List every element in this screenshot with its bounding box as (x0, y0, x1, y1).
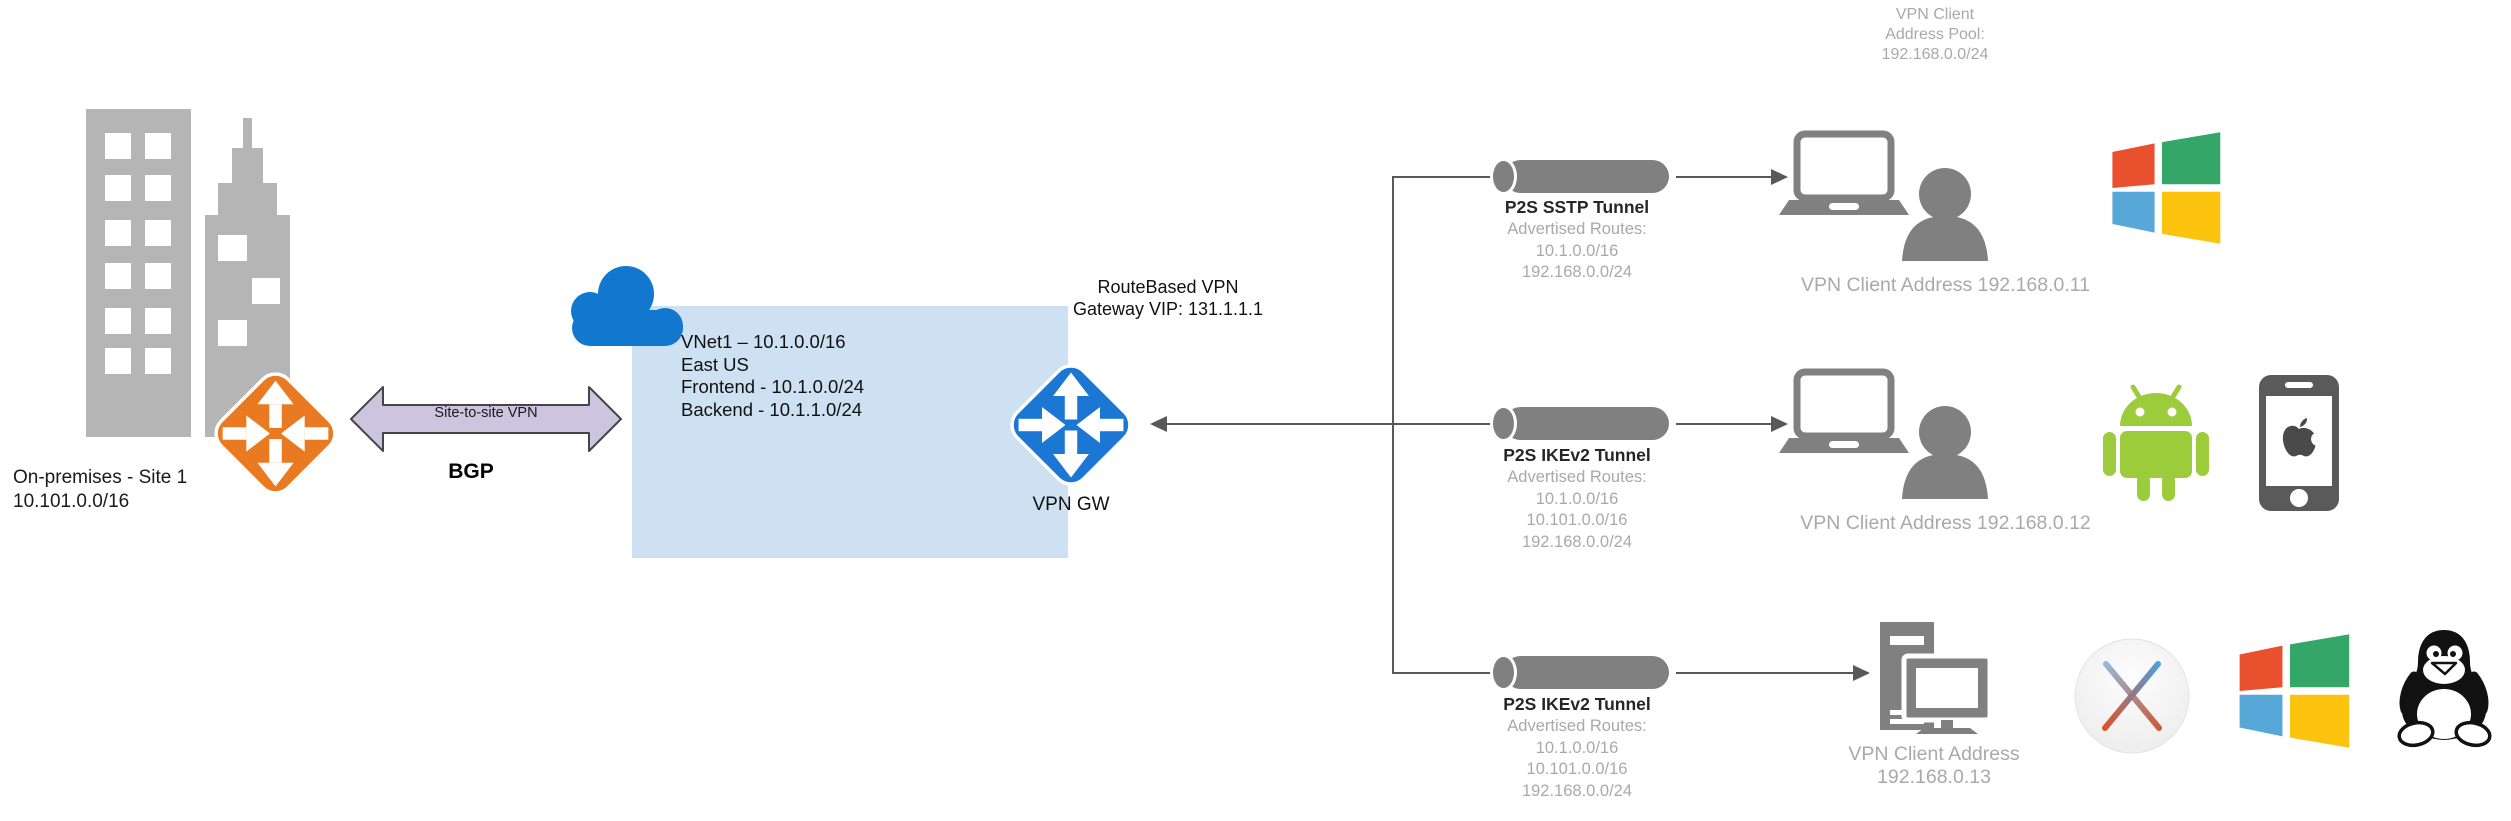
trunk-line (1392, 176, 1394, 674)
onprem-router-icon (214, 372, 337, 495)
tunnel1-routes-heading: Advertised Routes: (1507, 220, 1647, 238)
tunnel2-line-right (1676, 423, 1776, 425)
gateway-type: RouteBased VPN (1097, 277, 1239, 297)
tunnel2-routes-heading: Advertised Routes: (1507, 468, 1647, 486)
tunnel1-label: P2S SSTP Tunnel Advertised Routes: 10.1.… (1447, 196, 1707, 284)
vnet-name: VNet1 – 10.1.0.0/16 (681, 331, 846, 352)
desktop-pc-icon (1880, 622, 1990, 734)
tunnel2-line-left (1164, 423, 1496, 425)
tunnel3-arrowhead-icon (1853, 665, 1870, 681)
tunnel1-line-left (1392, 176, 1496, 178)
gateway-info: RouteBased VPN Gateway VIP: 131.1.1.1 (1028, 276, 1308, 320)
tunnel1-arrowhead-icon (1771, 169, 1788, 185)
tunnel3-line-right (1676, 672, 1858, 674)
tunnel3-title: P2S IKEv2 Tunnel (1503, 694, 1651, 714)
site-to-site-arrow-icon (350, 386, 622, 452)
user-icon (1902, 406, 1988, 499)
vnet-region: East US (681, 353, 749, 375)
address-pool-line3: 192.168.0.0/24 (1881, 46, 1989, 63)
tunnel1-line-right (1676, 176, 1776, 178)
azure-cloud-icon (571, 266, 683, 346)
iphone-apple-icon (2259, 375, 2339, 511)
tunnel1-pipe-icon (1490, 158, 1682, 195)
apple-logo-icon (2282, 418, 2316, 457)
tunnel3-line-left (1392, 672, 1496, 674)
tunnel2-route: 10.1.0.0/16 (1535, 489, 1619, 508)
tunnel1-route: 192.168.0.0/24 (1521, 263, 1633, 281)
tunnel3-label: P2S IKEv2 Tunnel Advertised Routes: 10.1… (1447, 693, 1707, 802)
macos-logo-icon (2074, 638, 2190, 754)
vnet-frontend-subnet: Frontend - 10.1.0.0/24 (681, 376, 865, 397)
tunnel3-route: 10.101.0.0/16 (1526, 760, 1628, 778)
bgp-label: BGP (448, 460, 494, 483)
tunnel3-route: 192.168.0.0/24 (1521, 781, 1633, 800)
gateway-vip: Gateway VIP: 131.1.1.1 (1072, 299, 1264, 319)
vnet-box (632, 306, 1068, 558)
user-icon (1902, 168, 1988, 261)
tunnel2-arrowhead-icon (1771, 416, 1788, 432)
client3-address-line2: 192.168.0.13 (1877, 766, 1991, 788)
client2-address-label: VPN Client Address 192.168.0.12 (1800, 512, 2091, 534)
client3-address-label: VPN Client Address 192.168.0.13 (1784, 743, 2084, 789)
tunnel2-route: 192.168.0.0/24 (1521, 532, 1633, 551)
vnet-backend-subnet: Backend - 10.1.1.0/24 (681, 398, 863, 420)
address-pool-line2: Address Pool: (1885, 26, 1985, 43)
android-logo-icon (2103, 384, 2209, 501)
address-pool-line1: VPN Client (1895, 6, 1975, 23)
vpn-gw-label: VPN GW (1032, 494, 1110, 515)
on-premises-label: On-premises - Site 1 10.101.0.0/16 (13, 466, 187, 514)
site-to-site-label: Site-to-site VPN (434, 405, 538, 421)
vnet-details: VNet1 – 10.1.0.0/16 East US Frontend - 1… (681, 331, 864, 421)
client3-address-line1: VPN Client Address (1848, 743, 2020, 765)
tunnel3-pipe-icon (1490, 654, 1682, 691)
tunnel1-route: 10.1.0.0/16 (1535, 241, 1619, 260)
vpn-gateway-router-icon (1010, 364, 1132, 486)
gateway-arrowhead-icon (1150, 416, 1167, 432)
client1-address-label: VPN Client Address 192.168.0.11 (1800, 274, 2091, 296)
tunnel3-routes-heading: Advertised Routes: (1507, 717, 1647, 735)
tunnel2-label: P2S IKEv2 Tunnel Advertised Routes: 10.1… (1447, 444, 1707, 553)
windows-logo-icon (2239, 634, 2350, 748)
linux-tux-icon (2397, 630, 2492, 748)
windows-logo-icon (2112, 132, 2221, 244)
tunnel1-title: P2S SSTP Tunnel (1504, 197, 1650, 217)
tunnel2-route: 10.101.0.0/16 (1526, 511, 1628, 529)
on-premises-subnet: 10.101.0.0/16 (13, 491, 130, 512)
tunnel2-title: P2S IKEv2 Tunnel (1503, 445, 1651, 465)
on-premises-title: On-premises - Site 1 (13, 467, 188, 488)
tunnel2-pipe-icon (1490, 405, 1682, 442)
tunnel3-route: 10.1.0.0/16 (1535, 738, 1619, 757)
address-pool-label: VPN Client Address Pool: 192.168.0.0/24 (1835, 5, 2035, 65)
laptop-icon (1779, 368, 1909, 453)
laptop-icon (1779, 130, 1909, 215)
